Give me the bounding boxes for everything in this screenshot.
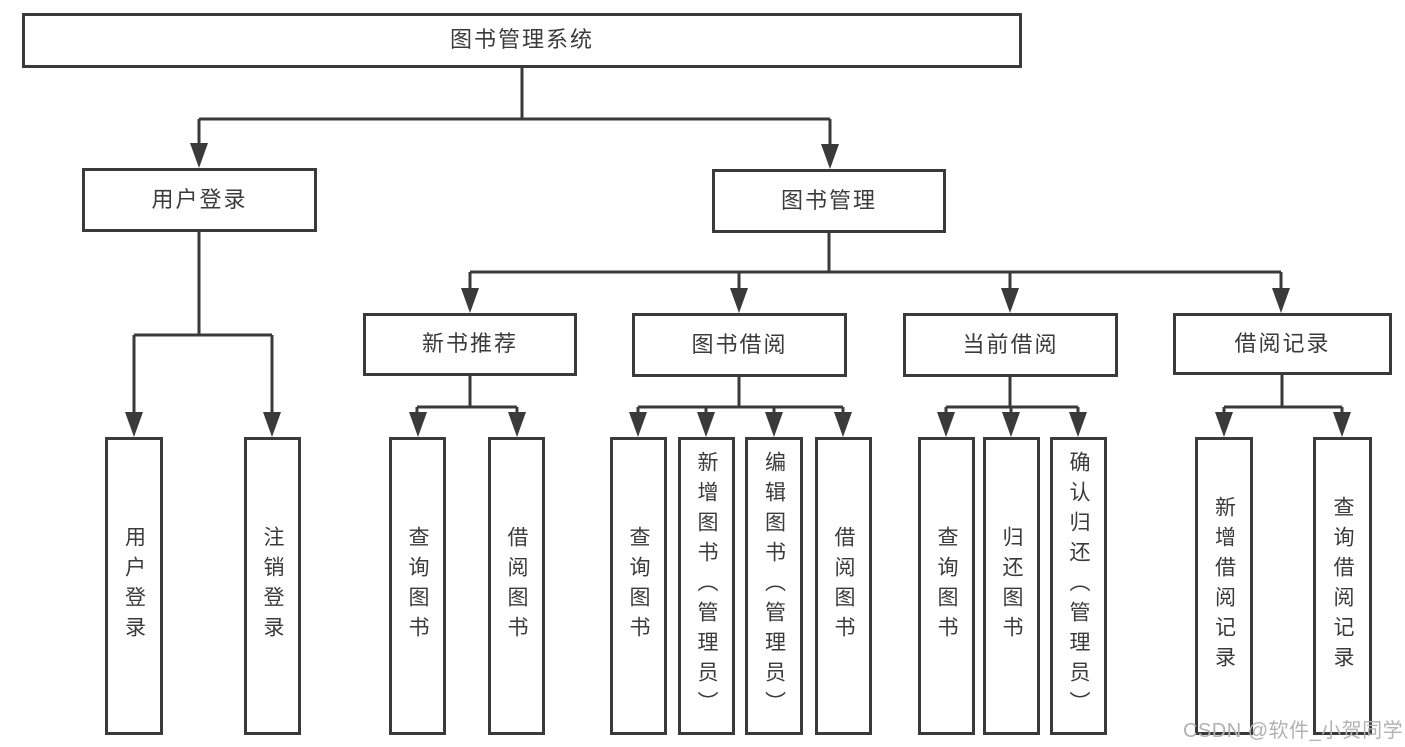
leaf-query-borrow-record: 查询借阅记录	[1313, 437, 1372, 735]
leaf-add-borrow-record: 新增借阅记录	[1195, 437, 1253, 735]
csdn-watermark: CSDN @软件_小贺同学	[1183, 720, 1404, 742]
leaf-borrow-book-recommend: 借阅图书	[488, 437, 545, 735]
node-current-borrow: 当前借阅	[903, 313, 1118, 377]
node-book-borrow: 图书借阅	[632, 313, 847, 377]
leaf-add-book-admin: 新增图书（管理员）	[678, 437, 735, 735]
node-borrow-records: 借阅记录	[1173, 313, 1392, 375]
node-user-login: 用户登录	[82, 168, 317, 232]
node-library-management-system: 图书管理系统	[22, 13, 1022, 68]
node-new-book-recommend: 新书推荐	[363, 313, 577, 376]
node-book-management: 图书管理	[712, 169, 946, 233]
leaf-query-book-recommend: 查询图书	[389, 437, 446, 735]
leaf-confirm-return-admin: 确认归还（管理员）	[1050, 437, 1107, 735]
leaf-return-book: 归还图书	[983, 437, 1040, 735]
leaf-query-book-borrow: 查询图书	[610, 437, 667, 735]
leaf-logout: 注销登录	[244, 437, 301, 735]
leaf-edit-book-admin: 编辑图书（管理员）	[745, 437, 803, 735]
leaf-query-book-current: 查询图书	[918, 437, 975, 735]
leaf-borrow-book: 借阅图书	[815, 437, 872, 735]
leaf-user-login: 用户登录	[105, 437, 163, 735]
